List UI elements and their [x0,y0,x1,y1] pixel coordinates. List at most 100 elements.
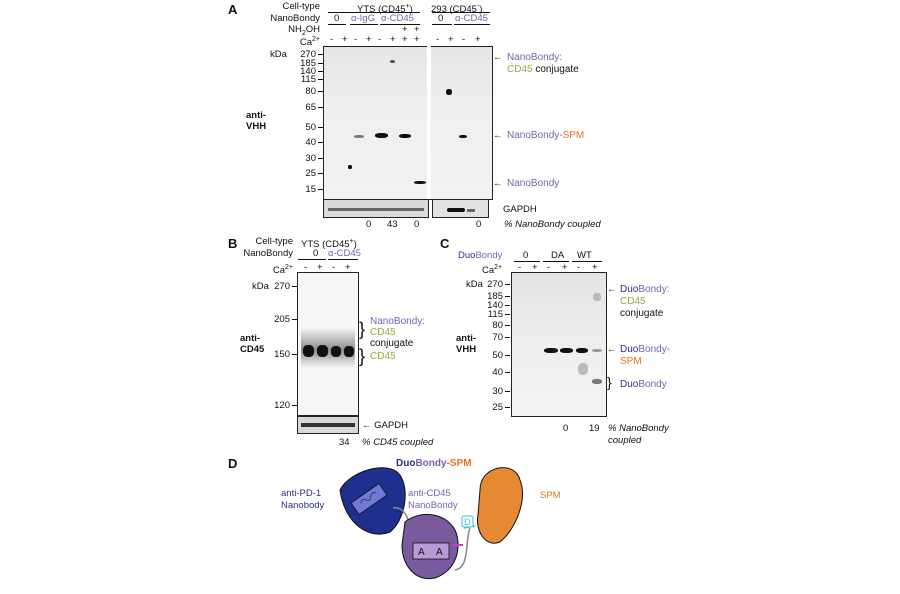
row-label-celltype-b: Cell-type [255,236,294,247]
row-label-nanobody: NanoBondy [270,13,320,24]
arrow-a-conj: ← [493,52,503,63]
d-spm: SPM [540,490,561,501]
band [446,89,452,95]
blot-c [511,272,607,417]
marker-185: 185 [300,58,316,69]
ylabel-a-2: VHH [246,121,267,132]
pct-label-c-1: % NanoBondy [608,423,669,434]
d-residue-box [461,515,474,528]
gapdh-label-a: GAPDH [503,204,537,215]
label-c-db: DuoBondy [620,379,667,390]
marker-c: 50 [492,350,503,361]
gapdh-blot-b [297,416,359,434]
gapdh-blot-a2 [432,199,489,218]
ca-sign-c: + [592,262,598,273]
band [578,363,588,375]
arrow-a-nb: ← [493,178,503,189]
aa-residue-1: A [418,547,425,558]
pct-label-c-2: coupled [608,435,642,446]
marker-c: 40 [492,367,503,378]
marker-c: 25 [492,402,503,413]
gapdh-blot-a1 [323,199,429,218]
band [593,293,601,301]
gapdh-label-b: ← GAPDH [362,420,408,431]
ca-sign: + [448,34,454,45]
band [317,345,328,357]
ca-sign: - [436,34,440,45]
label-a-spm: NanoBondy-SPM [507,130,585,141]
ca-sign-b: + [317,262,323,273]
cond-acd45-b: α-CD45 [328,248,361,259]
marker-80: 80 [305,86,316,97]
group-yts-line [328,12,420,13]
d-cd45-2: NanoBondy [408,500,458,511]
ca-sign: + [414,34,420,45]
row-label-nanobody-b: NanoBondy [243,248,293,259]
nh2oh-sign-1: + [402,24,408,35]
bracket-b-cd45: } [359,346,366,366]
kda-label-b: kDa [252,281,269,292]
pct-label-a: % NanoBondy coupled [504,219,601,230]
ylabel-c-2: VHH [456,344,477,355]
label-a-conj-1: NanoBondy: [507,52,563,63]
d-residue: D [464,517,471,527]
ca-sign: + [390,34,396,45]
cond-zero-c: 0 [523,250,529,261]
cond-da: DA [551,250,565,261]
marker-30: 30 [305,153,316,164]
blot-a [323,46,493,200]
cond-acd45-293: α-CD45 [455,13,488,24]
label-c-conj: conjugate [620,308,664,319]
group-293: 293 (CD45-) [431,3,483,16]
marker-b-150: 150 [274,349,290,360]
marker-65: 65 [305,102,316,113]
ca-sign: + [402,34,408,45]
marker-b-120: 120 [274,400,290,411]
label-c-cd45: CD45 [620,296,646,307]
group-yts: YTS (CD45+) [357,3,413,16]
marker-c: 270 [487,279,503,290]
panel-c-label: C [440,236,450,251]
marker-15: 15 [305,184,316,195]
label-c-spm: DuoBondy- [620,344,671,355]
ca-sign: - [354,34,358,45]
spm-shape [476,467,523,544]
pd1-core-box [350,482,388,516]
kda-label-a: kDa [270,49,287,60]
marker-140: 140 [300,66,316,77]
aa-residue-2: A [436,547,443,558]
panel-d-label: D [228,456,238,471]
band [375,133,388,138]
bracket-b-conj: } [359,319,366,339]
band [544,348,558,353]
label-b-cd45: CD45 [370,327,396,338]
band [592,349,602,352]
cond-aigg: α-IgG [351,13,375,24]
row-label-duobondy: DuoBondy [458,250,503,261]
marker-c: 80 [492,320,503,331]
arrow-c-spm: ← [607,344,617,355]
ca-sign-c: + [562,262,568,273]
pd1-loop [360,492,376,504]
kda-label-c: kDa [466,279,483,290]
arrow-c-conj: ← [607,284,617,295]
cond-acd45-a: α-CD45 [381,13,414,24]
marker-c: 185 [487,291,503,302]
ylabel-b-1: anti- [240,333,261,344]
pct-b: 34 [339,437,350,448]
pct-a: 0 [366,219,372,230]
label-c-conj-1: DuoBondy: [620,284,670,295]
band [344,346,354,357]
ca-sign: - [462,34,466,45]
band [459,135,467,138]
label-b-nb: NanoBondy: [370,316,426,327]
ca-sign-b: - [332,262,336,273]
pct-label-b: % CD45 coupled [362,437,434,448]
tail [454,527,471,571]
d-pd1-2: Nanobody [281,500,325,511]
marker-c: 70 [492,332,503,343]
pct-a: 0 [476,219,482,230]
band [592,379,602,384]
band [331,346,341,357]
cond-zero-b: 0 [313,248,319,259]
